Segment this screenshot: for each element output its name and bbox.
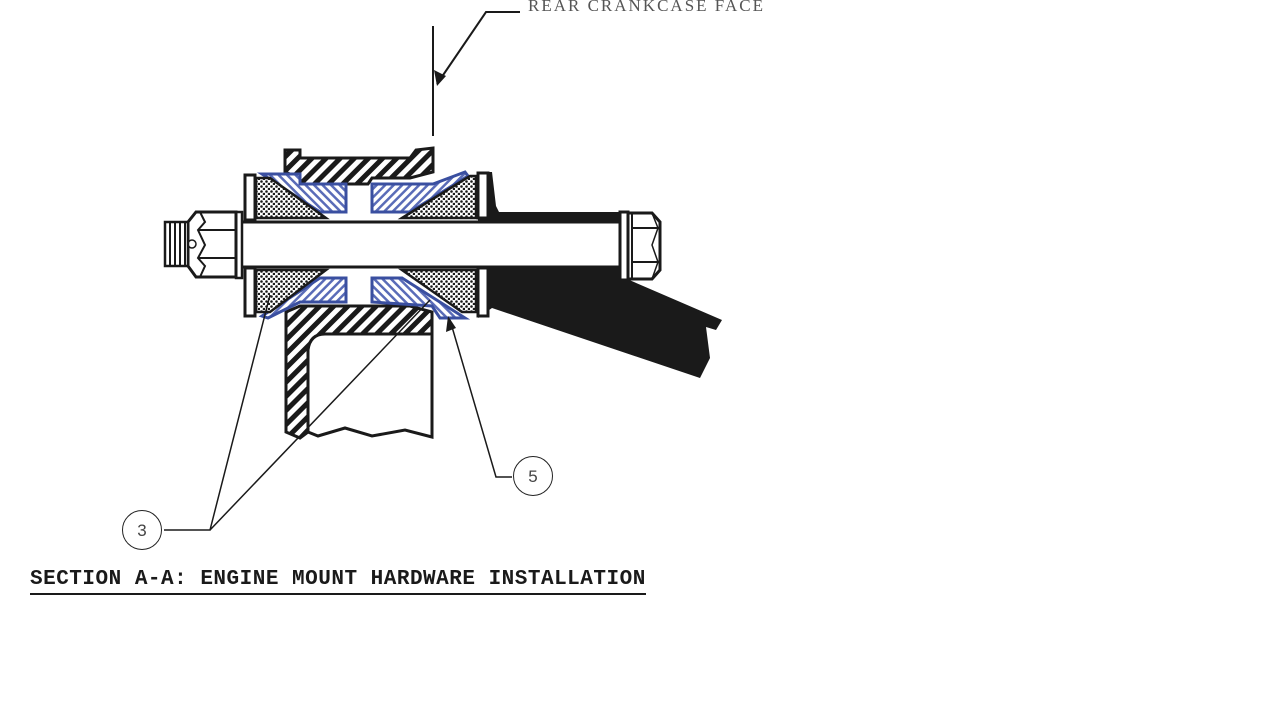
rubber-cushion — [254, 174, 478, 314]
washer — [243, 171, 490, 318]
mount-ring-bottom — [284, 304, 434, 440]
hex-bolt-head — [618, 210, 662, 282]
reference-balloon-3: 3 — [122, 510, 162, 550]
castellated-nut — [163, 210, 238, 279]
rear-crankcase-face-callout — [432, 11, 520, 136]
spacer-lower — [258, 276, 471, 320]
bolt — [234, 210, 622, 280]
rear-crankcase-face-label: REAR CRANKCASE FACE — [528, 0, 765, 15]
leader-3 — [164, 294, 431, 531]
leader-5 — [449, 319, 512, 478]
diagram-title: SECTION A-A: ENGINE MOUNT HARDWARE INSTA… — [30, 568, 646, 595]
mount-arm — [478, 172, 722, 378]
crankcase-boss-top — [283, 146, 435, 186]
arrowhead-5 — [446, 316, 456, 332]
reference-balloon-5: 5 — [513, 456, 553, 496]
